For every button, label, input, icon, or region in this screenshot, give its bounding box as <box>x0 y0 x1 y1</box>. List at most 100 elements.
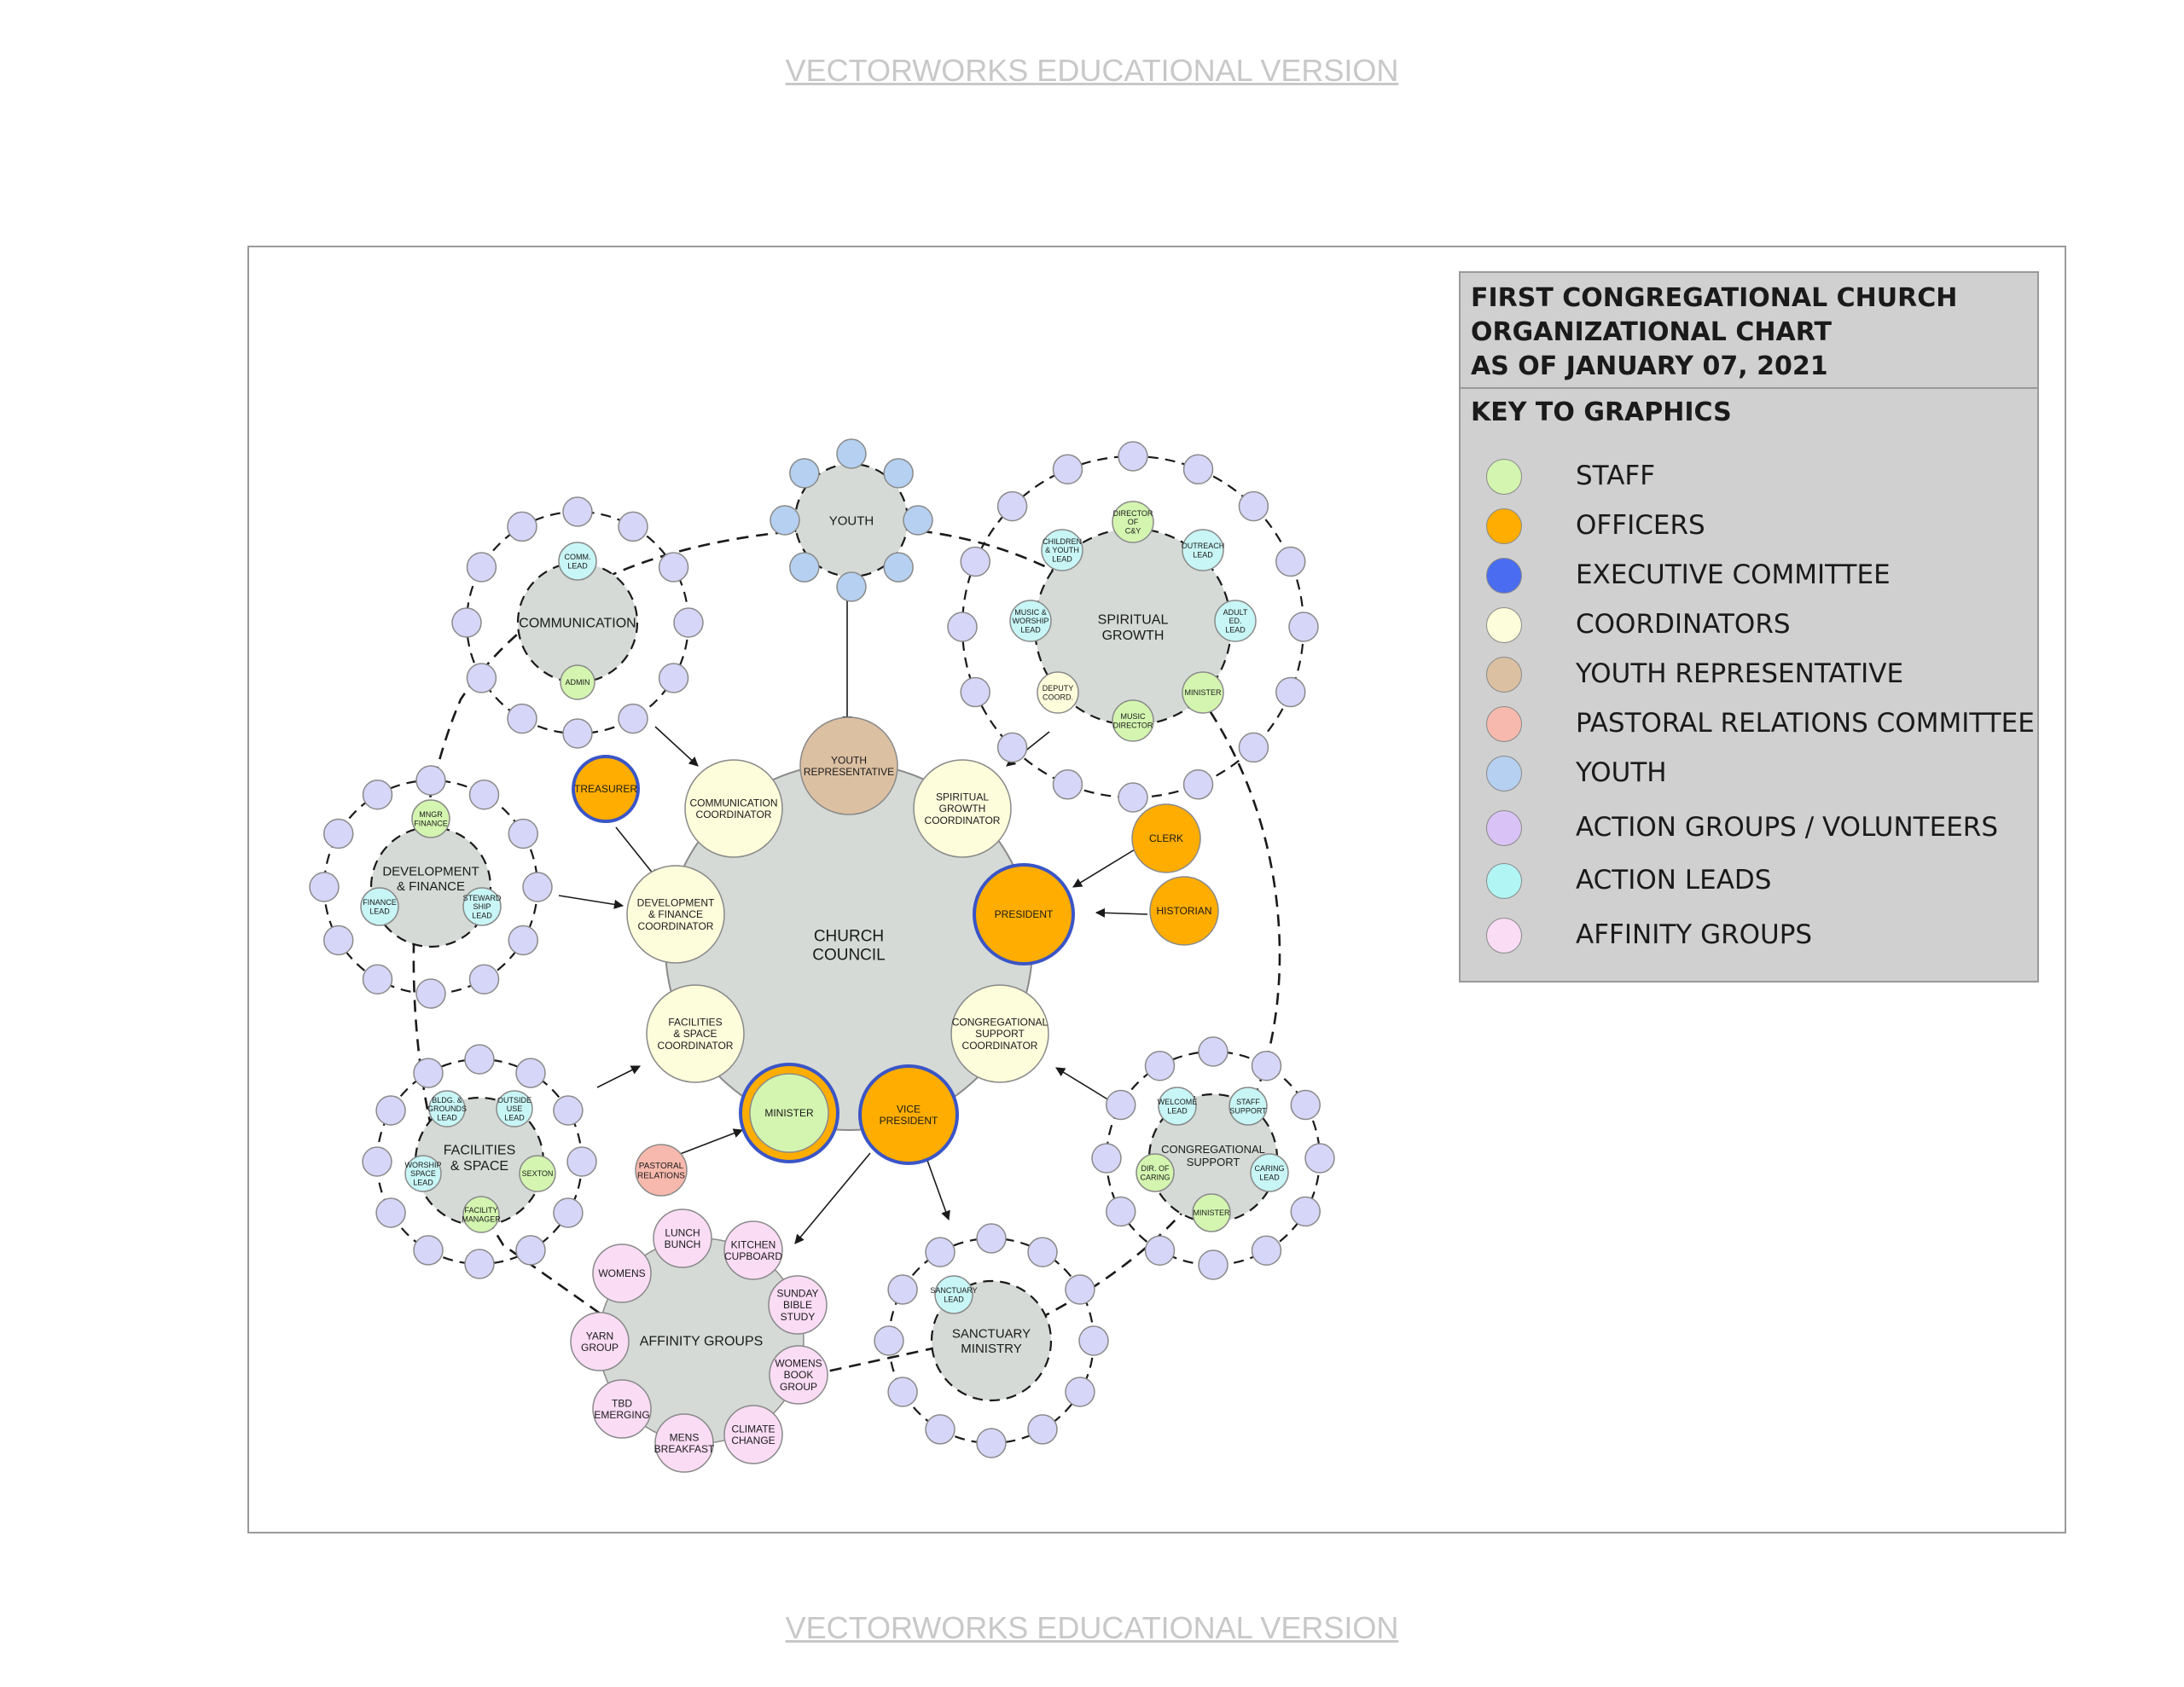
label-line: MINISTER <box>764 1107 814 1119</box>
label-line: ADMIN <box>566 678 590 687</box>
label-line: CLIMATE <box>731 1423 775 1435</box>
label-line: SUPPORT <box>1187 1156 1240 1168</box>
legend-item: ACTION GROUPS / VOLUNTEERS <box>1486 807 2032 851</box>
legend-swatch <box>1486 657 1522 693</box>
youth-circle <box>903 505 933 536</box>
volunteer-circle <box>1144 1050 1176 1081</box>
label-line: BOOK <box>784 1369 814 1381</box>
label-line: COUNCIL <box>812 947 886 965</box>
volunteer-circle <box>562 496 593 527</box>
label-line: SPIRITUAL <box>936 791 989 803</box>
label-line: LEAD <box>472 912 492 920</box>
youth-rep-node <box>799 716 898 815</box>
arrow-comm <box>654 726 699 767</box>
label-line: YARN <box>586 1330 613 1342</box>
label-line: GROUP <box>581 1342 619 1354</box>
sexton-label: SEXTON <box>522 1169 554 1178</box>
kitchen-cupboard-node <box>723 1220 783 1280</box>
volunteer-circle <box>1275 546 1306 577</box>
legend-swatch <box>1486 863 1522 899</box>
volunteer-circle <box>415 765 446 796</box>
volunteer-circle <box>375 1197 406 1228</box>
minister-cs-label: MINISTER <box>1193 1209 1230 1217</box>
label-line: C&Y <box>1125 527 1141 536</box>
legend-panel: FIRST CONGREGATIONAL CHURCH ORGANIZATION… <box>1459 271 2039 983</box>
label-line: FACILITY <box>464 1206 497 1215</box>
legend-item: YOUTH REPRESENTATIVE <box>1486 653 2032 698</box>
communication-hub-label: COMMUNICATION <box>519 617 636 631</box>
volunteer-circle <box>960 546 990 577</box>
volunteer-circle <box>468 964 500 995</box>
volunteer-circle <box>415 978 446 1009</box>
chart-title-line: FIRST CONGREGATIONAL CHURCH <box>1471 283 1958 313</box>
volunteer-circle <box>1091 1143 1122 1174</box>
volunteer-circle <box>887 1377 918 1407</box>
watermark-bottom: VECTORWORKS EDUCATIONAL VERSION <box>785 1610 1399 1645</box>
volunteer-circle <box>553 1095 584 1126</box>
label-line: LEAD <box>369 907 390 915</box>
label-line: EMERGING <box>594 1409 649 1421</box>
label-line: HISTORIAN <box>1156 905 1211 917</box>
mens-breakfast-node <box>654 1413 714 1473</box>
legend-swatch <box>1486 459 1522 495</box>
volunteer-circle <box>618 703 648 734</box>
volunteer-circle <box>1105 1089 1136 1121</box>
legend-label: YOUTH <box>1576 757 1667 788</box>
label-line: ED. <box>1228 617 1241 625</box>
legend-swatch <box>1486 810 1522 846</box>
volunteer-circle <box>1238 490 1269 522</box>
label-line: CONGREGATIONAL <box>952 1016 1048 1028</box>
label-line: AFFINITY GROUPS <box>640 1335 764 1349</box>
label-line: GROUP <box>780 1381 817 1393</box>
volunteer-circle <box>508 925 539 956</box>
volunteer-circle <box>1065 1377 1095 1407</box>
volunteer-circle <box>658 552 689 583</box>
label-line: WORSHIP <box>1012 617 1048 625</box>
label-line: WELCOME <box>1158 1098 1198 1106</box>
volunteer-circle <box>515 1235 546 1266</box>
president-node <box>973 863 1075 965</box>
legend-label: COORDINATORS <box>1576 609 1791 640</box>
sg-coordinator-node <box>913 759 1012 858</box>
tbd-emerging-node <box>592 1379 652 1439</box>
volunteer-circle <box>466 552 497 583</box>
legend-item: YOUTH <box>1486 752 2032 797</box>
label-line: LEAD <box>437 1114 457 1122</box>
label-line: BLDG. & <box>432 1096 462 1104</box>
label-line: TBD <box>612 1397 632 1409</box>
label-line: COMMUNICATION <box>519 617 636 631</box>
label-line: LEAD <box>567 561 588 570</box>
volunteer-circle <box>466 663 497 693</box>
clerk-label: CLERK <box>1149 832 1183 844</box>
volunteer-circle <box>673 607 704 638</box>
volunteer-circle <box>1288 612 1319 642</box>
label-line: OF <box>1128 518 1139 526</box>
volunteer-circle <box>925 1414 956 1445</box>
label-line: PASTORAL <box>639 1162 684 1171</box>
label-line: KITCHEN <box>731 1238 776 1250</box>
label-line: COORDINATOR <box>925 815 1001 826</box>
volunteer-circle <box>375 1095 406 1126</box>
comm-lead-node <box>558 542 597 581</box>
volunteer-circle <box>309 872 340 902</box>
label-line: CHILDREN <box>1043 537 1082 546</box>
volunteer-circle <box>1251 1050 1282 1081</box>
dev-finance-hub-label: DEVELOPMENT& FINANCE <box>382 865 479 894</box>
outside-use-lead-node <box>496 1090 533 1128</box>
historian-node <box>1149 876 1219 946</box>
volunteer-circle <box>1052 454 1083 484</box>
label-line: YOUTH <box>829 513 874 528</box>
